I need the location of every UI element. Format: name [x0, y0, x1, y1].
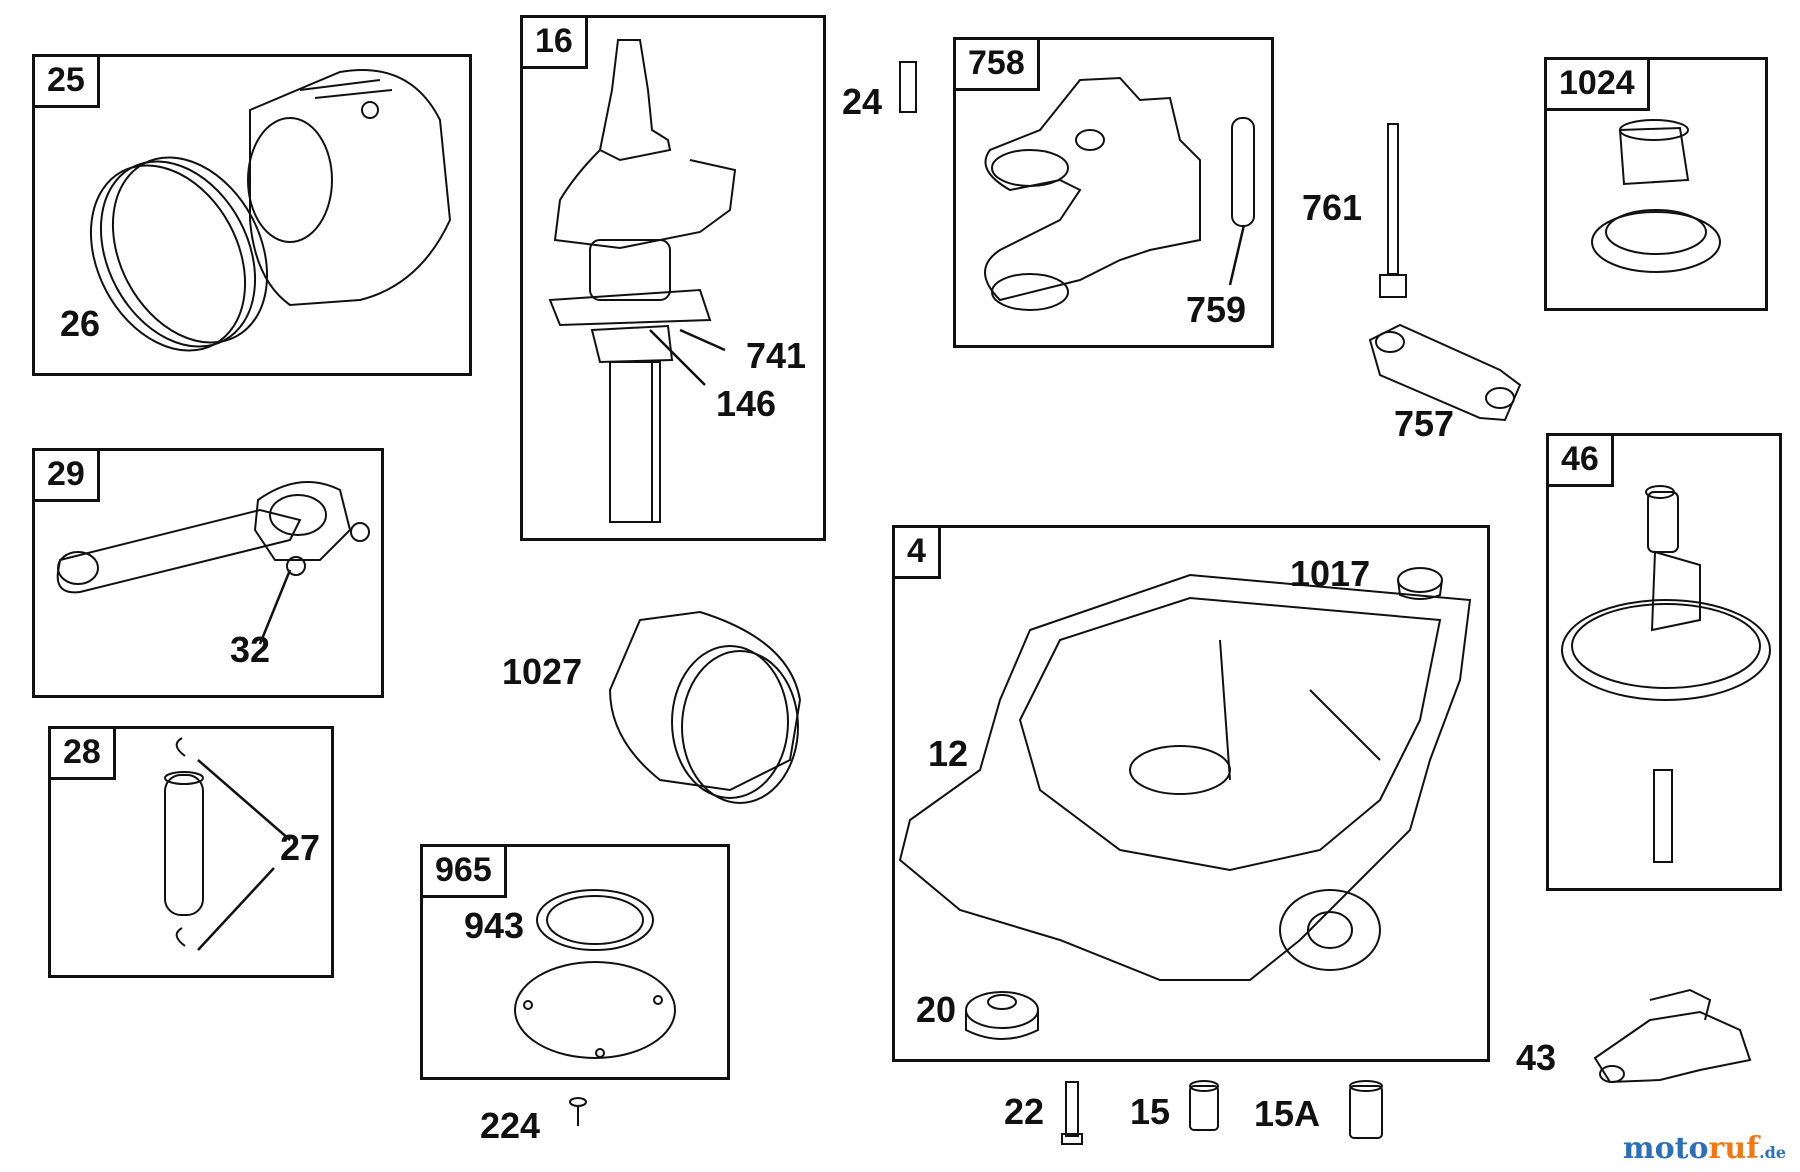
group-box-758: 758: [953, 37, 1274, 348]
group-box-4: 4: [892, 525, 1490, 1062]
watermark-suffix: .de: [1759, 1143, 1786, 1162]
plate-drawing: [515, 962, 675, 1058]
gasket-drawing: [537, 890, 653, 950]
piston-drawing: [248, 70, 450, 305]
group-tag-28: 28: [51, 729, 116, 780]
bolt-22-drawing: [1062, 1082, 1082, 1144]
bracket-drawing: [985, 78, 1200, 310]
watermark-logo: motoruf.de: [1623, 1131, 1786, 1166]
group-tag-1024: 1024: [1547, 60, 1650, 111]
clip-bottom-drawing: [177, 928, 185, 946]
plug-15a-drawing: [1350, 1081, 1382, 1138]
group-tag-16: 16: [523, 18, 588, 69]
part-label-32: 32: [230, 629, 271, 670]
group-tag-46: 46: [1549, 436, 1614, 487]
group-tag-4: 4: [895, 528, 941, 579]
part-label-1017: 1017: [1290, 553, 1371, 594]
group-box-1024: 1024: [1544, 57, 1768, 311]
part-label-43: 43: [1516, 1037, 1557, 1078]
part-label-27: 27: [280, 827, 321, 868]
part-label-759: 759: [1186, 289, 1247, 330]
part-label-20: 20: [916, 989, 957, 1030]
part-label-15: 15: [1130, 1091, 1171, 1132]
group-box-16: 16: [520, 15, 826, 541]
filter-cap-drawing: [1398, 568, 1442, 599]
leader-lines: [198, 225, 1244, 950]
part-label-741: 741: [746, 335, 807, 376]
part-label-15a: 15A: [1254, 1093, 1321, 1134]
wrist-pin-drawing: [165, 772, 203, 915]
group-box-965: 965: [420, 844, 730, 1080]
plug-15-drawing: [1190, 1081, 1218, 1130]
part-label-757: 757: [1394, 403, 1455, 444]
group-box-29: 29: [32, 448, 384, 698]
bolt-drawing: [1380, 124, 1406, 297]
crankshaft-drawing: [550, 40, 735, 522]
group-tag-25: 25: [35, 57, 100, 108]
group-tag-758: 758: [956, 40, 1040, 91]
piston-rings-drawing: [60, 131, 298, 378]
seal-drawing: [966, 992, 1038, 1039]
screw-224-drawing: [570, 1098, 586, 1126]
part-label-26: 26: [60, 303, 101, 344]
part-label-1027: 1027: [502, 651, 583, 692]
camshaft-drawing: [1562, 486, 1770, 862]
clip-top-drawing: [177, 738, 185, 756]
part-label-943: 943: [464, 905, 525, 946]
connecting-rod-drawing: [58, 482, 369, 592]
part-label-146: 146: [716, 383, 777, 424]
part-label-761: 761: [1302, 187, 1363, 228]
watermark-part2: ruf: [1708, 1131, 1760, 1166]
governor-drawing: [1595, 990, 1750, 1082]
key-drawing: [900, 62, 916, 112]
group-box-46: 46: [1546, 433, 1782, 891]
group-box-28: 28: [48, 726, 334, 978]
group-tag-965: 965: [423, 847, 507, 898]
oil-pump-drawing: [1592, 120, 1720, 272]
rocker-arm-drawing: [1370, 325, 1520, 420]
part-label-224: 224: [480, 1105, 541, 1146]
watermark-part1: moto: [1622, 1131, 1709, 1166]
sump-drawing: [900, 575, 1470, 980]
oil-filter-drawing: [610, 612, 800, 803]
group-box-25: 25: [32, 54, 472, 376]
part-label-24: 24: [842, 81, 883, 122]
part-label-12: 12: [928, 733, 969, 774]
group-tag-29: 29: [35, 451, 100, 502]
part-label-22: 22: [1004, 1091, 1045, 1132]
